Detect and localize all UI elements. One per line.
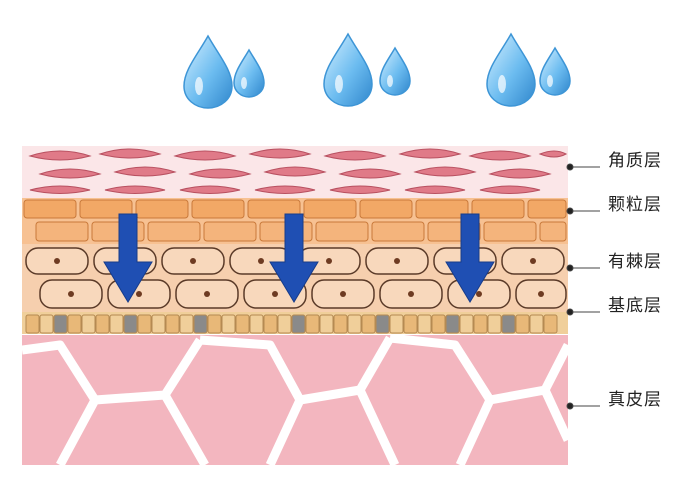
down-arrow-icon <box>103 213 153 303</box>
label-stratum-granulosum: 颗粒层 <box>608 195 662 215</box>
dermis-layer <box>22 335 568 465</box>
down-arrow-icon <box>445 213 495 303</box>
label-leaders <box>566 163 600 410</box>
water-drop-icon <box>379 46 411 96</box>
label-stratum-corneum: 角质层 <box>608 151 662 171</box>
water-drop-icon <box>539 46 571 96</box>
water-drop-icon <box>233 48 265 98</box>
stratum-basale-layer <box>22 312 568 334</box>
stratum-corneum-layer <box>22 146 568 198</box>
label-stratum-basale: 基底层 <box>608 296 662 316</box>
water-drop-icon <box>486 32 536 107</box>
label-dermis: 真皮层 <box>608 390 662 410</box>
absorption-arrows <box>103 213 495 303</box>
water-drops <box>183 32 571 109</box>
down-arrow-icon <box>269 213 319 303</box>
label-stratum-spinosum: 有棘层 <box>608 252 662 272</box>
water-drop-icon <box>183 34 233 109</box>
water-drop-icon <box>323 32 373 107</box>
